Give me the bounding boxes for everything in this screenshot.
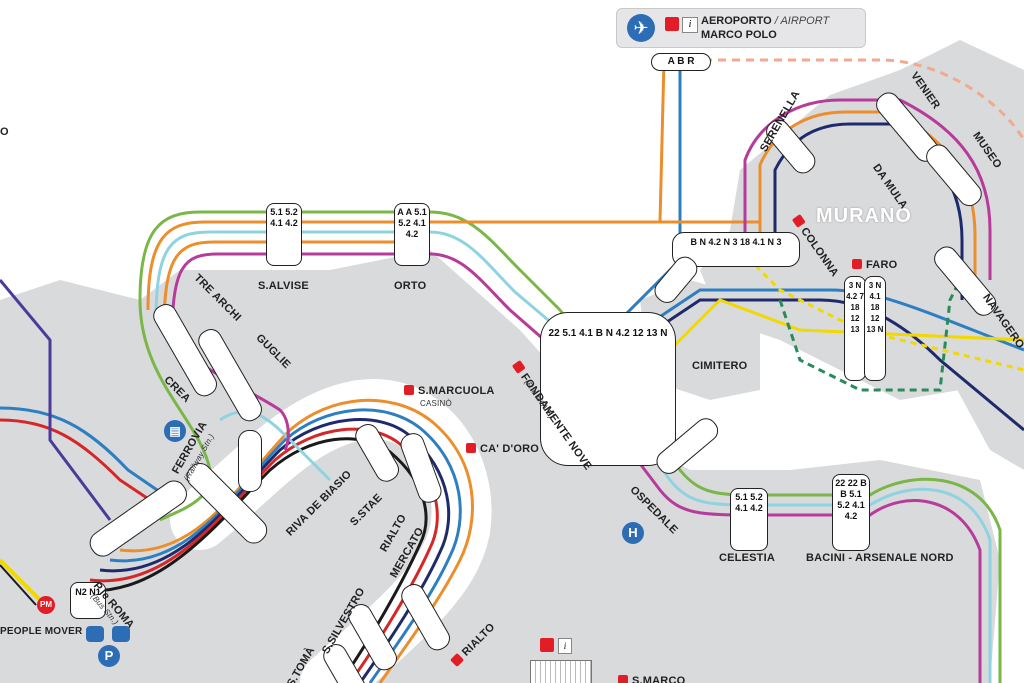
- route-orange-north: [146, 59, 666, 311]
- airport-panel[interactable]: ✈ i AEROPORTO / AIRPORT MARCO POLO: [616, 8, 866, 48]
- stop-label-celestia: CELESTIA: [719, 552, 775, 564]
- stop-label-s-marcuola-sub: CASINÒ: [420, 399, 452, 408]
- route-red-west: [0, 418, 151, 502]
- route-blue-west: [0, 406, 161, 494]
- stop-label-s-marcuola-text: S.MARCUOLA: [418, 385, 495, 397]
- stop-label-bacini: BACINI - ARSENALE NORD: [806, 552, 954, 564]
- parking-icon: P: [98, 645, 120, 667]
- land-areas: [0, 40, 1024, 683]
- stop-label-s-marco: S.MARCO: [618, 675, 685, 683]
- murano-east: [930, 300, 1024, 470]
- stop-pill-orto[interactable]: A A 5.1 5.2 4.1 4.2: [394, 203, 430, 266]
- stop-label-ca-doro-text: CA' D'ORO: [480, 443, 539, 455]
- stop-pill-salvise[interactable]: 5.1 5.2 4.1 4.2: [266, 203, 302, 266]
- ticket-office-icon: [618, 675, 628, 683]
- car-icon: [86, 626, 104, 642]
- route-yellow: [658, 298, 1024, 362]
- stop-label-salvise: S.ALVISE: [258, 280, 309, 292]
- airport-title: AEROPORTO / AIRPORT: [701, 15, 829, 27]
- san-marco-basilica-icon: [530, 660, 592, 683]
- route-green-north: [138, 210, 562, 312]
- ticket-office-icon: [852, 259, 862, 269]
- airport-title-sep: /: [771, 15, 781, 27]
- stop-label-people-mover: PEOPLE MOVER: [0, 626, 83, 637]
- route-darkgreen-dashed: [778, 279, 962, 392]
- route-green-ferrovia: [138, 299, 212, 522]
- route-magenta-north: [170, 252, 551, 347]
- stop-pill-fondamente-nove[interactable]: 22 5.1 4.1 B N 4.2 12 13 N: [540, 312, 676, 466]
- stop-pill-faro-a[interactable]: 3 N 4.2 7 18 12 13: [844, 276, 866, 381]
- route-yellow-dashed: [738, 248, 1024, 372]
- stop-label-s-marcuola: S.MARCUOLA: [404, 385, 495, 397]
- info-icon: i: [682, 17, 698, 33]
- stop-label-faro: FARO: [852, 259, 897, 271]
- airport-subtitle: MARCO POLO: [701, 29, 777, 41]
- info-icon: i: [558, 638, 572, 654]
- stop-label-s-marco-text: S.MARCO: [632, 675, 686, 683]
- route-yellow-west: [0, 558, 42, 602]
- route-navy-west: [0, 279, 112, 521]
- stop-label-ca-doro: CA' D'ORO: [466, 443, 539, 455]
- airport-title-it: AEROPORTO: [701, 15, 772, 27]
- stop-pill-bacini[interactable]: 22 22 B B 5.1 5.2 4.1 4.2: [832, 474, 870, 551]
- route-green-east: [558, 309, 1002, 683]
- west-routes: [0, 279, 161, 606]
- route-blue-cimitero: [639, 288, 1024, 352]
- hospital-icon: H: [622, 522, 644, 544]
- airplane-icon: ✈: [627, 14, 655, 42]
- murano-label: MURANO: [816, 205, 912, 227]
- bus-icon: [112, 626, 130, 642]
- stop-pill-piazzale-roma-left[interactable]: N2 N1: [70, 582, 106, 619]
- ticket-office-icon: [466, 443, 476, 453]
- train-icon: ▤: [164, 420, 186, 442]
- stop-pill-celestia[interactable]: 5.1 5.2 4.1 4.2: [730, 488, 768, 551]
- route-magenta-east: [548, 344, 982, 683]
- route-lightblue-east: [558, 329, 992, 683]
- stop-pill-faro-b[interactable]: 3 N 4.1 18 12 13 N: [864, 276, 886, 381]
- stop-label-cimitero: CIMITERO: [692, 360, 748, 372]
- stop-pill-riva-de-biasio[interactable]: [238, 430, 262, 492]
- murano-island: [700, 40, 1024, 400]
- route-black-west: [0, 564, 37, 606]
- east-routes: [548, 309, 1002, 683]
- airport-lines-pill[interactable]: A B R: [651, 53, 711, 71]
- venice-main: [0, 250, 1000, 683]
- ticket-office-icon: [665, 17, 679, 31]
- stop-label-faro-text: FARO: [866, 259, 898, 271]
- people-mover-badge[interactable]: PM: [37, 596, 55, 614]
- stop-label-orto: ORTO: [394, 280, 427, 292]
- ticket-office-icon: [404, 385, 414, 395]
- airport-title-en: AIRPORT: [780, 15, 830, 27]
- route-salmon-dashed: [690, 58, 1024, 141]
- ticket-office-icon: [540, 638, 554, 652]
- route-lightblue-north: [154, 230, 561, 332]
- stop-label-partial-left: O: [0, 126, 9, 138]
